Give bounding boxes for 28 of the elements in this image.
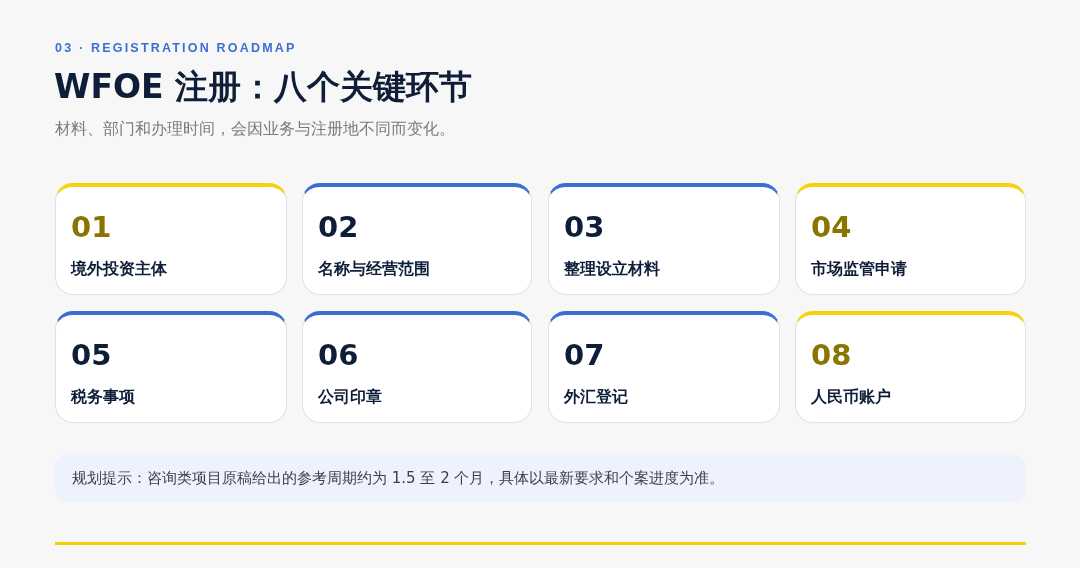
step-title: 外汇登记 [564, 387, 628, 407]
step-number: 01 [71, 211, 112, 243]
step-title: 境外投资主体 [71, 259, 167, 279]
step-card [795, 183, 1026, 295]
step-card [302, 183, 532, 295]
step-title: 公司印章 [318, 387, 382, 407]
step-card [548, 183, 780, 295]
step-number: 03 [564, 211, 605, 243]
step-title: 整理设立材料 [564, 259, 660, 279]
step-title: 税务事项 [71, 387, 135, 407]
step-card [55, 311, 287, 423]
section-kicker: 03 · REGISTRATION ROADMAP [55, 40, 297, 56]
step-number: 08 [811, 339, 852, 371]
step-number: 06 [318, 339, 359, 371]
subtitle: 材料、部门和办理时间，会因业务与注册地不同而变化。 [55, 119, 455, 139]
step-number: 05 [71, 339, 112, 371]
step-number: 02 [318, 211, 359, 243]
step-title: 人民币账户 [811, 387, 891, 407]
step-card [548, 311, 780, 423]
note-text: 规划提示：咨询类项目原稿给出的参考周期约为 1.5 至 2 个月，具体以最新要求和个案进度为准。 [72, 469, 725, 488]
step-title: 名称与经营范围 [318, 259, 430, 279]
step-card [795, 311, 1026, 423]
step-card [302, 311, 532, 423]
step-card [55, 183, 287, 295]
page-title: WFOE 注册：八个关键环节 [54, 66, 473, 108]
step-number: 07 [564, 339, 605, 371]
step-title: 市场监管申请 [811, 259, 907, 279]
step-number: 04 [811, 211, 852, 243]
